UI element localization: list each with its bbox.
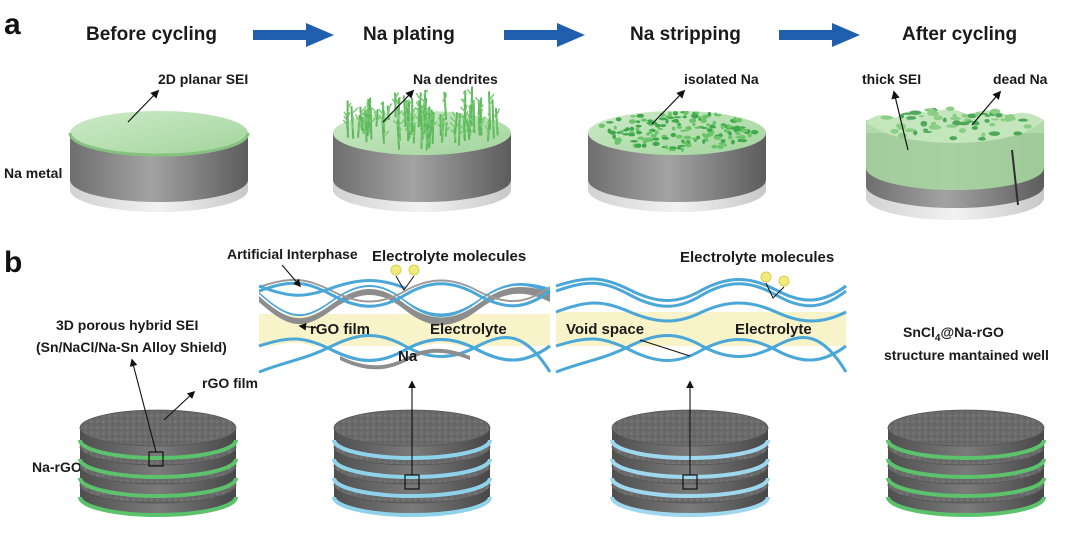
label-artificial-interphase: Artificial Interphase (227, 246, 358, 262)
label-structure-maintained: structure mantained well (884, 347, 1049, 363)
callout-isolated-na: isolated Na (684, 71, 759, 87)
callout-dead-na: dead Na (993, 71, 1048, 87)
arrow-thick-sei (891, 90, 909, 151)
pointer-3d-porous-sei (129, 358, 157, 453)
disk-after-cycling (866, 109, 1044, 220)
isolated-na-particles (598, 110, 759, 152)
step-title-na-stripping: Na stripping (630, 24, 741, 45)
callout-na-dendrites: Na dendrites (413, 71, 498, 87)
label-electrolyte-molecules-1: Electrolyte molecules (372, 248, 526, 265)
arrow-isolated-na (651, 89, 686, 125)
step-title-na-plating: Na plating (363, 24, 455, 45)
disk-before-cycling (68, 111, 250, 212)
electrolyte-molecule (390, 264, 402, 276)
label-3d-porous-sei: 3D porous hybrid SEI (56, 317, 198, 333)
callout-thick-sei: thick SEI (862, 71, 921, 87)
flow-arrow-1 (253, 23, 334, 47)
callout-2d-planar-sei: 2D planar SEI (158, 71, 248, 87)
label-na-rgo: Na-rGO (32, 459, 82, 475)
label-electrolyte-2: Electrolyte (735, 321, 812, 338)
disk-na-stripping (588, 111, 766, 212)
label-sncl4-na-rgo: SnCl4@Na-rGO (903, 324, 1004, 344)
arrow-dead-na (971, 90, 1002, 126)
label-na-zoom: Na (398, 348, 418, 365)
arrow-2d-planar-sei (127, 89, 160, 123)
panel-b-letter: b (4, 246, 22, 279)
zoom-panel-void-space (555, 277, 848, 375)
step-title-after-cycling: After cycling (902, 24, 1017, 45)
panel-a-letter: a (4, 8, 21, 41)
flow-arrow-3 (779, 23, 860, 47)
zoom-panel-interphase (258, 278, 552, 375)
electrolyte-molecule (760, 271, 772, 283)
electrolyte-molecule (778, 275, 790, 287)
label-na-metal: Na metal (4, 165, 62, 181)
arrow-na-dendrites (382, 89, 415, 123)
label-electrolyte-1: Electrolyte (430, 321, 507, 338)
flow-arrow-2 (504, 23, 585, 47)
dead-na-particles (880, 106, 1032, 141)
pointer-rgo-film-zoom (298, 322, 319, 331)
pointer-void-space (639, 339, 691, 357)
label-alloy-shield: (Sn/NaCl/Na-Sn Alloy Shield) (36, 339, 227, 355)
label-electrolyte-molecules-2: Electrolyte molecules (680, 249, 834, 266)
molecule-pointer-2 (765, 282, 785, 299)
rgo-stack-1 (78, 409, 238, 517)
electrolyte-molecule (408, 264, 420, 276)
rgo-stack-4 (886, 409, 1046, 517)
label-void-space: Void space (566, 321, 644, 338)
pointer-artificial-interphase (281, 264, 302, 288)
molecule-pointer-1 (395, 275, 415, 291)
label-rgo-film-left: rGO film (202, 375, 258, 391)
pointer-rgo-film (163, 390, 196, 421)
label-rgo-film-zoom: rGO film (310, 321, 370, 338)
step-title-before-cycling: Before cycling (86, 24, 217, 45)
